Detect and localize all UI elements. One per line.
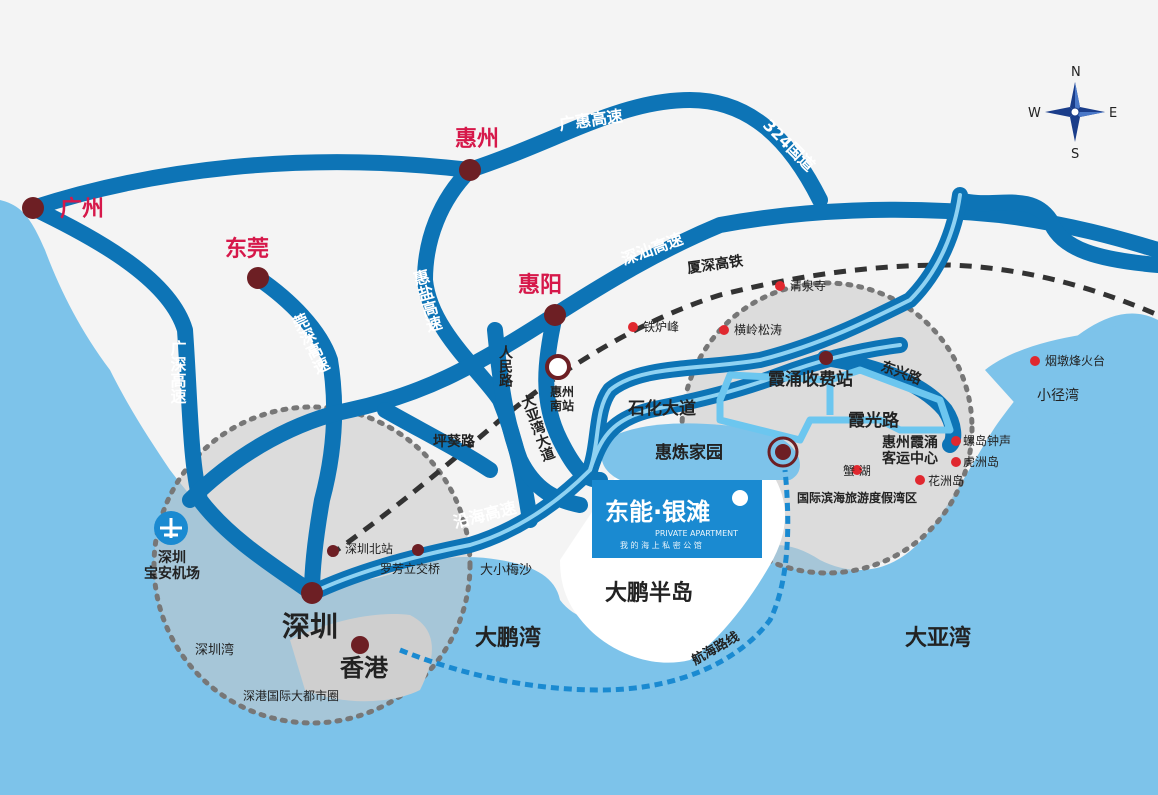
poi-label-yandun: 烟墩烽火台	[1045, 353, 1105, 368]
road-highlights	[310, 193, 962, 595]
road-label-xiaguang: 霞光路	[848, 410, 900, 431]
water-label-daya-bay: 大亚湾	[905, 625, 971, 651]
poi-label-qingquan: 清泉寺	[790, 279, 826, 293]
guangshen-expressway	[25, 200, 320, 601]
hongkong-land	[290, 614, 432, 702]
xiayong-local-roads	[716, 366, 954, 444]
guanghui-expressway	[25, 92, 828, 216]
compass-s: S	[1071, 147, 1079, 162]
hongkong-dot	[351, 636, 369, 654]
xiashen-railway	[328, 262, 1158, 558]
shell-logo-icon	[732, 490, 748, 506]
huizhou-dot	[459, 159, 481, 181]
brand-name: 东能·银滩	[605, 498, 710, 526]
project-location-marker[interactable]	[767, 436, 799, 468]
city-label-guangzhou: 广州	[60, 196, 104, 222]
dongguan-dot	[247, 267, 269, 289]
city-label-huizhou: 惠州	[455, 127, 499, 152]
brand-slogan: 我 的 海 上 私 密 公 馆	[620, 540, 702, 550]
pingkui-road	[377, 402, 498, 478]
poi-label-huilian: 惠炼家园	[655, 442, 723, 463]
ferry-route	[399, 469, 791, 693]
water-label-xiaojing-bay: 小径湾	[1037, 387, 1079, 404]
shenzhen-dot	[301, 582, 323, 604]
compass: N S E W	[1028, 65, 1117, 162]
guanshen-expressway	[250, 270, 343, 601]
road-label-shihua: 石化大道	[627, 398, 696, 419]
compass-n: N	[1071, 65, 1081, 80]
city-label-hongkong: 香港	[340, 654, 389, 682]
airport-label: 深圳宝安机场	[144, 549, 200, 582]
huizhou-south-dot	[545, 354, 571, 380]
east-road	[952, 192, 1158, 273]
circle-label: 深港国际大都市圈	[243, 688, 339, 703]
luofang-dot	[412, 544, 424, 556]
compass-w: W	[1028, 106, 1041, 121]
water-label-shenzhen-bay: 深圳湾	[195, 642, 234, 658]
shenshan-expressway	[547, 201, 1158, 323]
poi-label-huazhou: 花洲岛	[928, 473, 964, 488]
water-label-dapeng-bay: 大鹏湾	[475, 625, 541, 651]
inner-bay-water	[601, 423, 800, 480]
airport: 深圳宝安机场	[144, 511, 200, 582]
poi-label-hengzhou: 虎洲岛	[963, 454, 999, 469]
poi-label-tielu: 铁炉峰	[643, 320, 679, 334]
road-label-pingkui: 坪葵路	[433, 433, 476, 450]
city-label-shenzhen: 深圳	[282, 610, 338, 643]
shenzhen-north-dot	[327, 545, 339, 557]
poi-label-hengling: 横岭松涛	[734, 322, 782, 337]
guangzhou-dot	[22, 197, 44, 219]
station-label-toll: 霞涌收费站	[768, 369, 853, 390]
station-label-huizhou-south: 惠州南站	[550, 384, 574, 413]
shenzhen-huiyang-road	[182, 307, 563, 508]
poi-label-luodao: 螺岛钟声	[963, 433, 1011, 448]
poi-label-xiehu: 蟹 湖	[843, 463, 871, 478]
poi-label-resort: 国际滨海旅游度假湾区	[797, 490, 917, 505]
compass-e: E	[1109, 106, 1117, 121]
brand-box[interactable]: 东能·银滩 PRIVATE APARTMENT 我 的 海 上 私 密 公 馆	[592, 480, 762, 558]
brand-en: PRIVATE APARTMENT	[655, 529, 738, 538]
poi-label-ferry-center: 惠州霞涌客运中心	[881, 434, 938, 467]
city-label-huiyang: 惠阳	[518, 273, 562, 298]
city-label-dongguan: 东莞	[225, 236, 269, 262]
water-label-daxiaomeisha: 大小梅沙	[480, 563, 532, 578]
toll-dot	[819, 351, 833, 365]
xiaojing-bay-water	[985, 318, 1158, 435]
road-label-guangshen: 广深高速	[168, 339, 187, 404]
huiyang-dot	[544, 304, 566, 326]
land-label-dapeng-peninsula: 大鹏半岛	[605, 580, 693, 606]
station-label-shenzhen-north: 深圳北站	[345, 542, 393, 556]
road-label-renmin: 人民路	[497, 344, 513, 387]
city-dots	[22, 159, 833, 654]
station-label-luofang: 罗芳立交桥	[380, 561, 440, 576]
poi-dots	[628, 281, 1040, 485]
